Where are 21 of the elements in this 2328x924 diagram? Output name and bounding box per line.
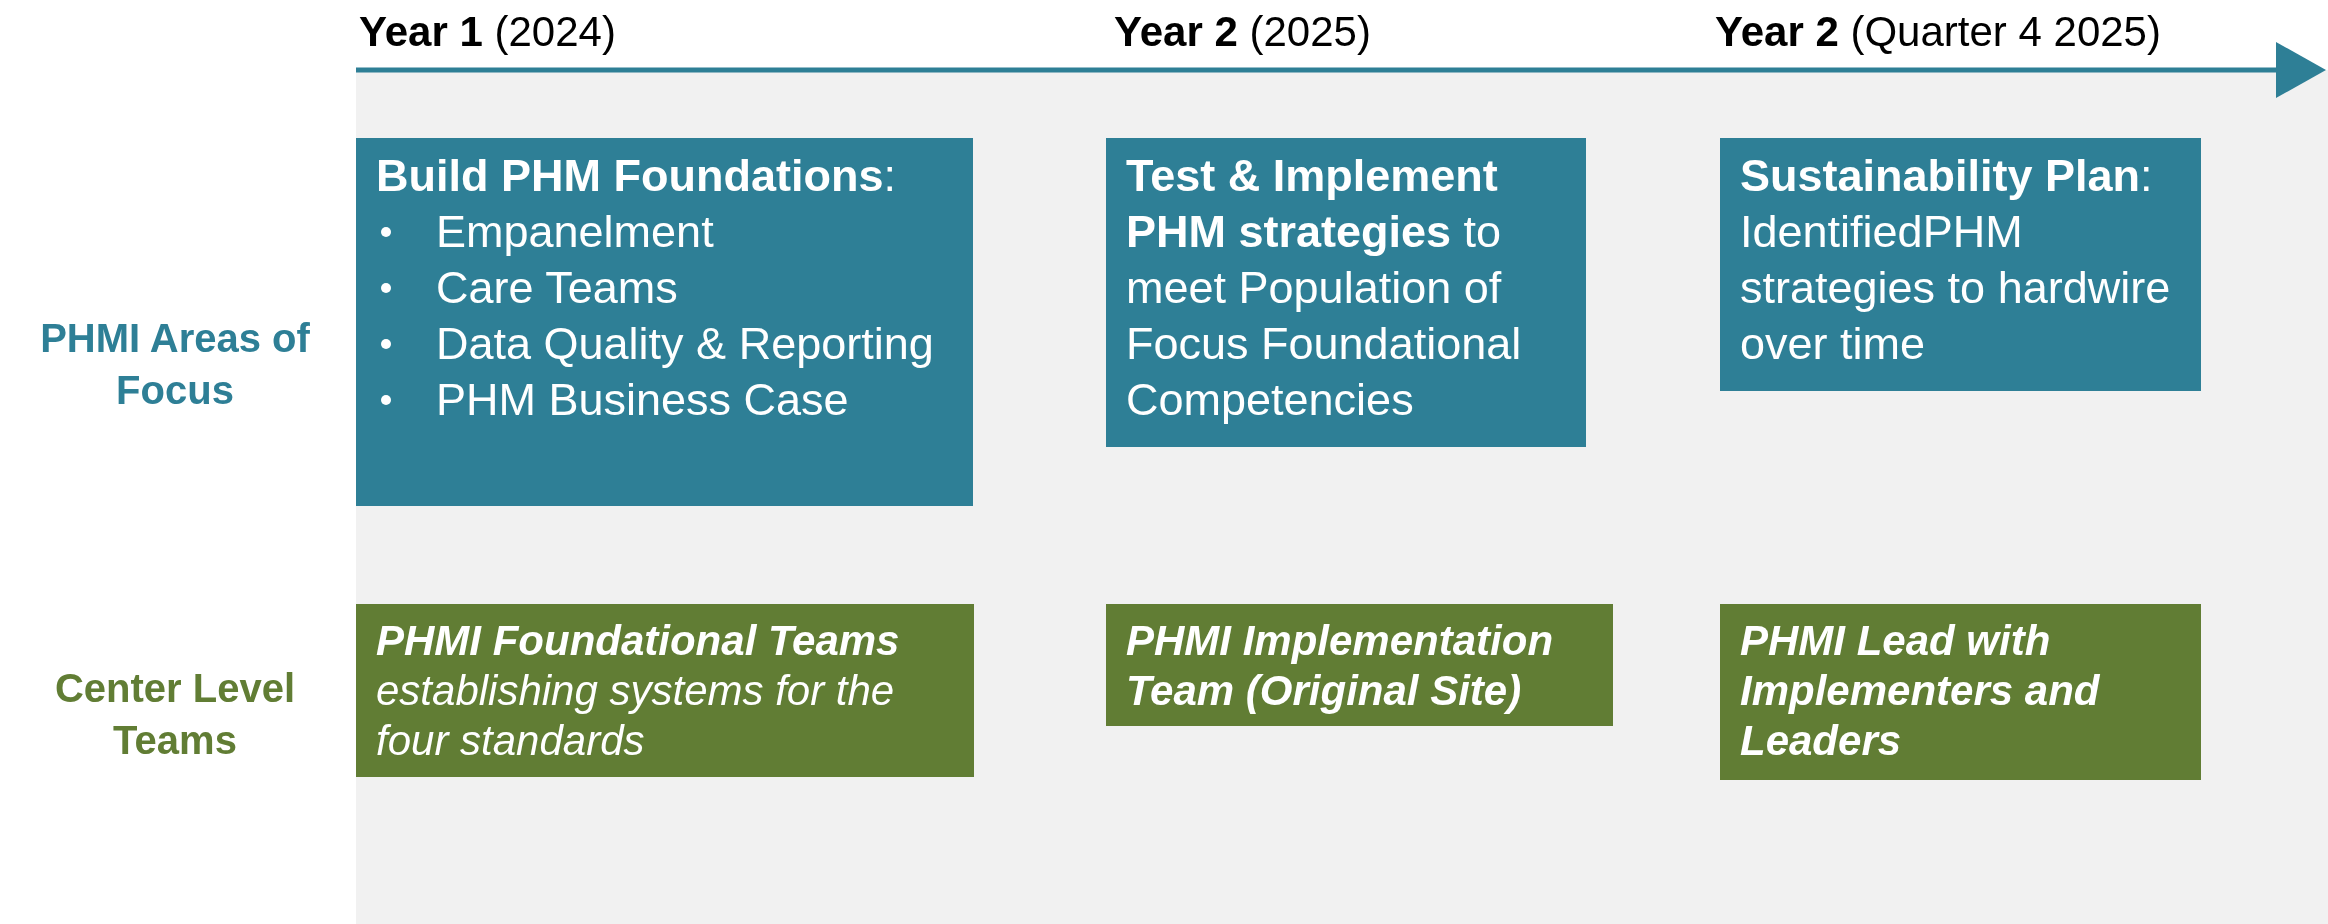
focus-box bbox=[1720, 138, 2201, 391]
row-label: PHMI Areas of Focus bbox=[39, 315, 311, 414]
year-label: Year 2 (Quarter 4 2025) bbox=[1715, 8, 2161, 56]
box-text: PHMI Lead with Implementers and Leaders bbox=[1740, 616, 2101, 766]
box-text: PHMI Implementation Team (Original Site) bbox=[1126, 616, 1555, 716]
row-label: Center Level Teams bbox=[53, 665, 297, 764]
team-box bbox=[1106, 604, 1613, 726]
box-text: PHMI Foundational Teams establishing systems for the four standards bbox=[376, 616, 901, 766]
bullet-item: PHM Business Case bbox=[436, 372, 953, 428]
focus-box bbox=[356, 138, 973, 506]
box-heading: Build PHM Foundations: bbox=[376, 149, 897, 203]
team-box bbox=[1720, 604, 2201, 780]
box-text: Sustainability Plan: IdentifiedPHM strategies to hardwire over time bbox=[1740, 149, 2172, 371]
bullet-item: Care Teams bbox=[436, 260, 953, 316]
year-label: Year 2 (2025) bbox=[1114, 8, 1371, 56]
team-box bbox=[356, 604, 974, 777]
box-text: Test & Implement PHM strategies to meet Population of Focus Foundational Competencies bbox=[1126, 149, 1523, 427]
year-label: Year 1 (2024) bbox=[359, 8, 616, 56]
bullet-item: Empanelment bbox=[436, 204, 953, 260]
focus-box bbox=[1106, 138, 1586, 447]
bullet-item: Data Quality & Reporting bbox=[436, 316, 953, 372]
